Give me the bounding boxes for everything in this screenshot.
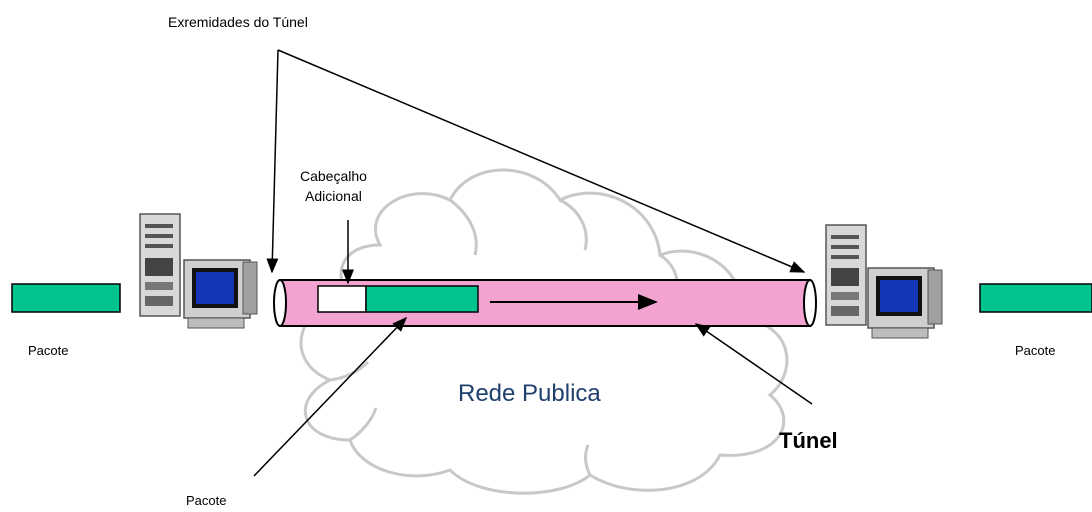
packet-right-label: Pacote [1015, 343, 1056, 358]
computer-left-icon [139, 213, 258, 329]
pointer-tunnel [694, 323, 813, 405]
computer-right-icon [825, 224, 943, 339]
packet-bottom-label: Pacote [186, 493, 227, 508]
header-label-line2: Adicional [305, 188, 362, 204]
endpoints-label: Exremidades do Túnel [168, 14, 308, 30]
packet-right [979, 283, 1092, 313]
tunnel-packet [317, 285, 479, 313]
pointer-endpoints-left [266, 49, 279, 274]
tunnel-label: Túnel [779, 428, 838, 453]
header-label: Cabeçalho Adicional [300, 166, 367, 206]
pointer-endpoints-right [277, 49, 806, 273]
network-label: Rede Publica [458, 380, 601, 407]
pointer-packet [253, 316, 408, 477]
packet-left [11, 283, 121, 313]
header-label-line1: Cabeçalho [300, 168, 367, 184]
cloud-icon [299, 168, 789, 495]
packet-left-label: Pacote [28, 343, 69, 358]
